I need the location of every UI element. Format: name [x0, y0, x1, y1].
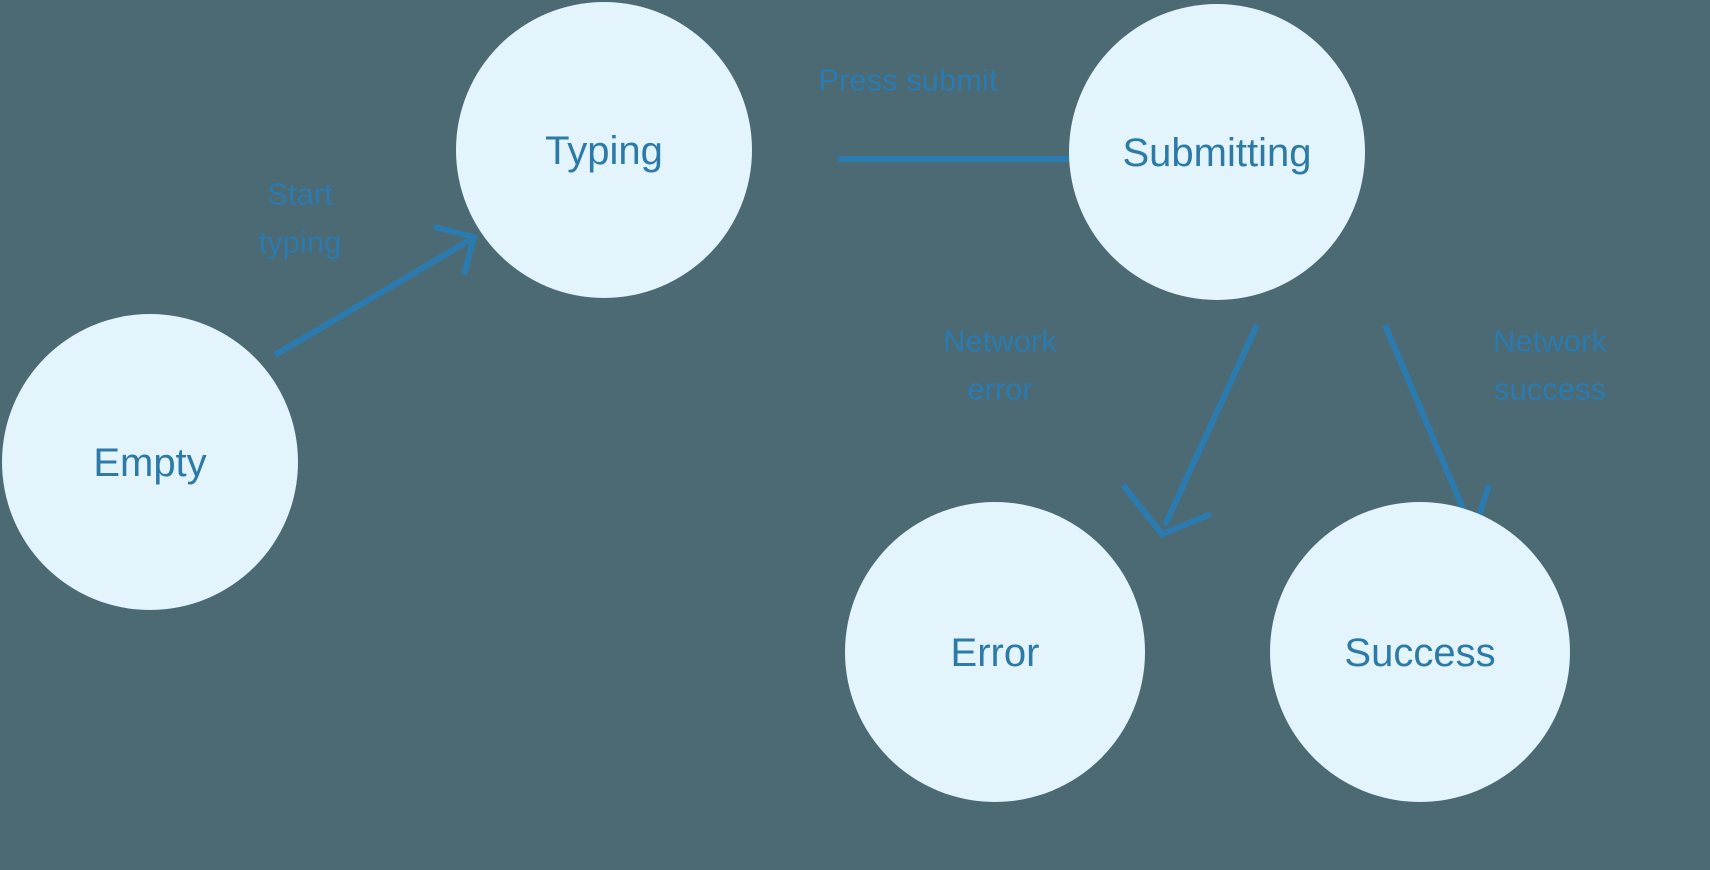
- edge-label-submitting-to-error-line1: Network: [943, 324, 1057, 359]
- edge-label-submitting-to-error-line2: error: [967, 372, 1032, 407]
- edge-empty-to-typing-line: [273, 237, 472, 358]
- edge-empty-to-typing: [273, 224, 478, 358]
- node-error[interactable]: Error: [845, 502, 1145, 802]
- node-typing-label: Typing: [545, 129, 663, 173]
- edge-label-empty-to-typing: Start typing: [259, 177, 342, 260]
- node-empty-label: Empty: [93, 441, 206, 485]
- edge-label-typing-to-submitting: Press submit: [818, 63, 998, 98]
- edge-label-submitting-to-success: Network success: [1493, 324, 1607, 407]
- edge-label-typing-to-submitting-line1: Press submit: [818, 63, 998, 98]
- node-submitting[interactable]: Submitting: [1069, 4, 1365, 300]
- node-success-label: Success: [1344, 631, 1495, 675]
- node-typing-circle[interactable]: [456, 2, 752, 298]
- edge-submitting-to-success-line: [1382, 323, 1473, 527]
- node-typing[interactable]: Typing: [456, 2, 752, 298]
- edge-submitting-to-success: [1382, 323, 1492, 539]
- node-error-label: Error: [951, 631, 1040, 675]
- edge-label-submitting-to-success-line1: Network: [1493, 324, 1607, 359]
- edge-empty-to-typing-arrowhead: [433, 224, 478, 276]
- edge-label-submitting-to-success-line2: success: [1494, 372, 1606, 407]
- edge-label-empty-to-typing-line1: Start: [267, 177, 333, 212]
- edge-label-submitting-to-error: Network error: [943, 324, 1057, 407]
- node-error-circle[interactable]: [845, 502, 1145, 802]
- edge-submitting-to-error: [1120, 323, 1260, 538]
- node-success[interactable]: Success: [1270, 502, 1570, 802]
- edge-submitting-to-error-line: [1162, 323, 1260, 527]
- node-empty-circle[interactable]: [2, 314, 298, 610]
- node-submitting-circle[interactable]: [1069, 4, 1365, 300]
- node-success-circle[interactable]: [1270, 502, 1570, 802]
- node-empty[interactable]: Empty: [2, 314, 298, 610]
- node-submitting-label: Submitting: [1123, 131, 1312, 175]
- edge-label-empty-to-typing-line2: typing: [259, 225, 342, 260]
- edge-submitting-to-error-arrowhead: [1120, 483, 1213, 538]
